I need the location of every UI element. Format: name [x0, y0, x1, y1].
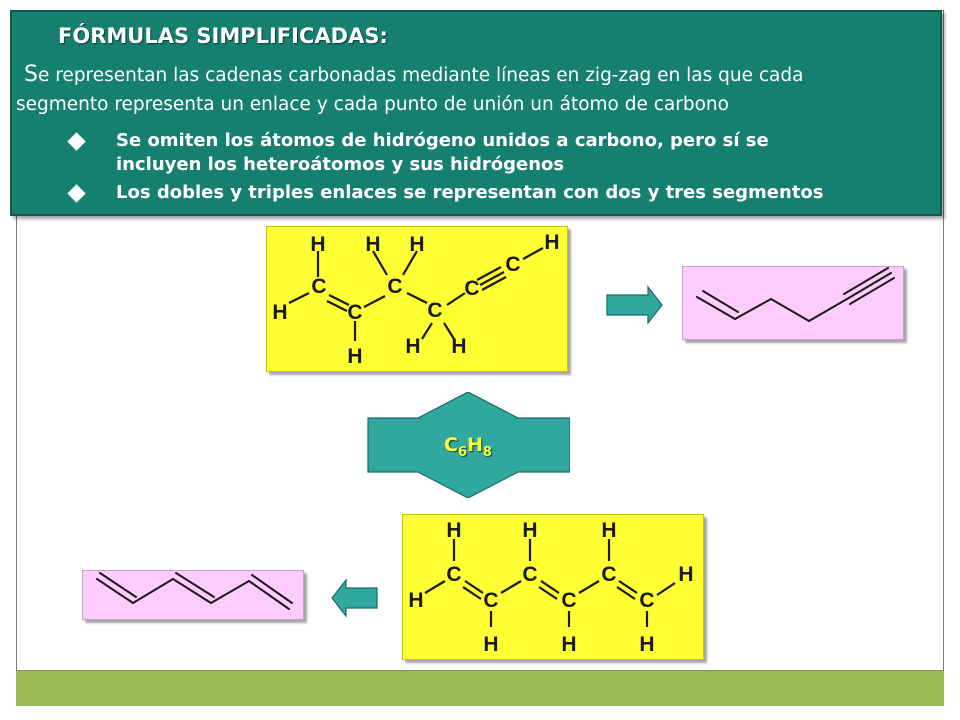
atom-h: H [365, 233, 380, 256]
atom-c: C [561, 589, 576, 612]
left-arrow-icon [331, 578, 378, 618]
atom-h: H [601, 519, 616, 542]
skeletal-formula-panel-bottom [82, 570, 304, 620]
structural-formula-bottom: H C H C H H C C H H C C H H [408, 519, 693, 656]
atom-c: C [446, 563, 461, 586]
atom-c: C [522, 563, 537, 586]
double-arrow-icon [367, 392, 570, 498]
atom-h: H [639, 633, 654, 656]
diamond-bullet-icon [67, 184, 86, 203]
skeletal-formula-panel-top [682, 266, 904, 340]
formula-c: C [444, 434, 458, 456]
skeletal-formula-bottom [96, 572, 293, 610]
atom-h: H [405, 335, 420, 358]
molecular-formula: C6H8 [366, 434, 570, 460]
atom-h: H [678, 563, 693, 586]
bullet-1-line-1: Se omiten los átomos de hidrógeno unidos… [116, 130, 769, 151]
intro-line-1: Se representan las cadenas carbonadas me… [24, 62, 803, 87]
atom-c: C [311, 275, 326, 298]
formula-h: H [467, 434, 483, 456]
bullet-1-line-2: incluyen los heteroátomos y sus hidrógen… [116, 154, 565, 175]
atom-h: H [310, 233, 325, 256]
atom-c: C [639, 589, 654, 612]
atom-h: H [522, 519, 537, 542]
molecular-formula-box: C6H8 [366, 392, 570, 498]
atom-h: H [483, 633, 498, 656]
intro-line-2: segmento representa un enlace y cada pun… [16, 94, 729, 115]
skeletal-formula-top [696, 267, 895, 322]
atom-h: H [408, 589, 423, 612]
atom-c: C [427, 299, 442, 322]
atom-c: C [464, 277, 479, 300]
atom-c: C [483, 589, 498, 612]
formula-c-sub: 6 [457, 444, 468, 460]
intro-first-letter: S [24, 62, 38, 87]
structural-formula-top: H C H C H H H C C H H C C H [272, 231, 559, 368]
atom-h: H [409, 233, 424, 256]
structural-formula-panel-bottom: H C H C H H C C H H C C H H [402, 514, 704, 660]
slide-title: FÓRMULAS SIMPLIFICADAS: [58, 24, 388, 48]
footer-band [16, 670, 944, 706]
atom-h: H [272, 301, 287, 324]
atom-h: H [561, 633, 576, 656]
intro-line-1-text: e representan las cadenas carbonadas med… [37, 65, 804, 86]
atom-c: C [387, 275, 402, 298]
right-arrow-icon [606, 285, 663, 325]
atom-h: H [347, 345, 362, 368]
atom-h: H [544, 231, 559, 254]
atom-c: C [601, 563, 616, 586]
diamond-bullet-icon [67, 132, 86, 151]
structural-formula-panel-top: H C H C H H H C C H H C C H [266, 226, 568, 372]
atom-c: C [347, 301, 362, 324]
atom-h: H [446, 519, 461, 542]
bullet-2-line-1: Los dobles y triples enlaces se represen… [116, 182, 824, 203]
formula-h-sub: 8 [482, 444, 492, 460]
atom-c: C [505, 253, 520, 276]
header-box: FÓRMULAS SIMPLIFICADAS: Se representan l… [10, 10, 942, 216]
atom-h: H [451, 335, 466, 358]
